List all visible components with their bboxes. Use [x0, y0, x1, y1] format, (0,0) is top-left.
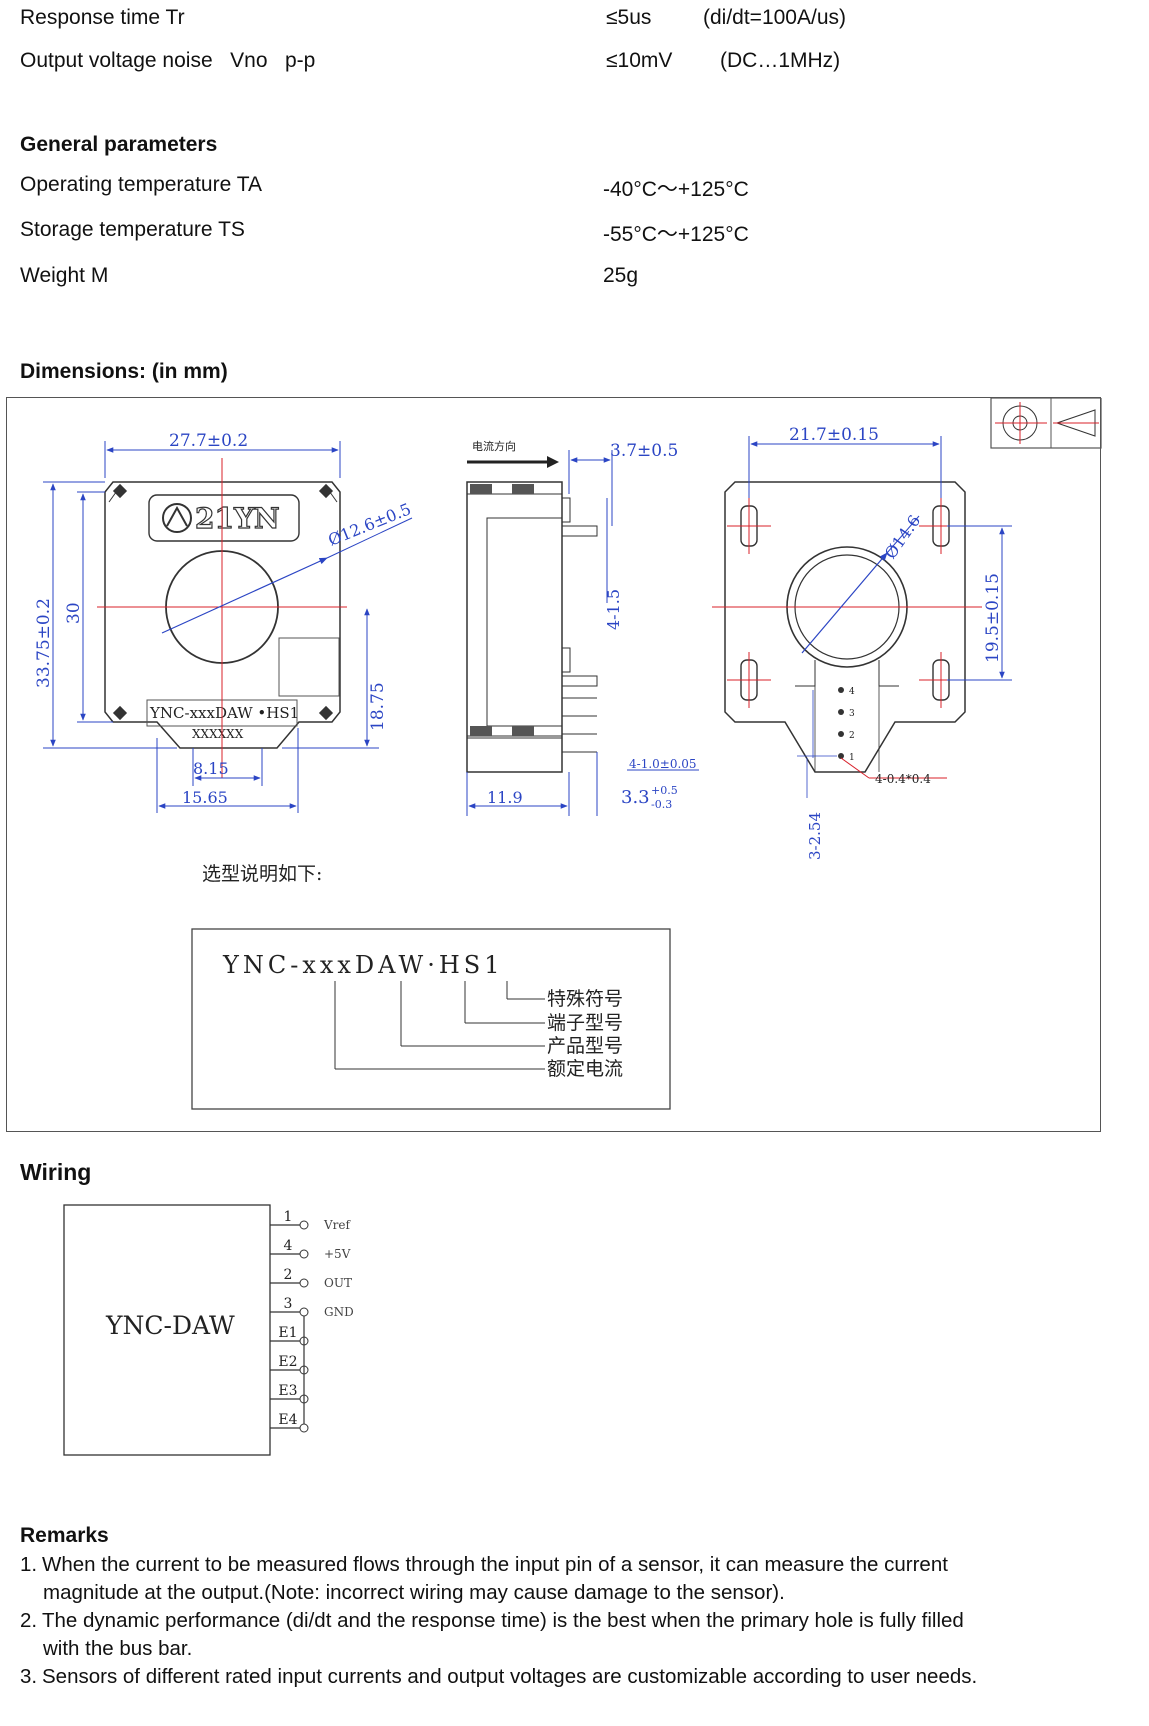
wiring-terminal-circle — [299, 1307, 309, 1317]
wiring-terminal-circle — [299, 1423, 309, 1433]
wiring-pin-row: E3 — [270, 1383, 309, 1404]
back-pitch-dim: 3-2.54 — [806, 812, 824, 860]
remark-item-3: 3.Sensors of different rated input curre… — [20, 1663, 1130, 1691]
wiring-pin-row: E1 — [270, 1325, 309, 1346]
front-view: 21YN YNC-xxxDAW •HS1 XXXXXX Ø12.6±0.5 27… — [34, 431, 414, 813]
dimension-drawing: 21YN YNC-xxxDAW •HS1 XXXXXX Ø12.6±0.5 27… — [34, 397, 1102, 1110]
spec-condition-response-time: (di/dt=100A/us) — [703, 6, 847, 29]
remark-number: 1. — [20, 1553, 38, 1576]
remark-number: 3. — [20, 1665, 38, 1688]
wiring-terminal-circle — [299, 1278, 309, 1288]
side-depth-dim: 11.9 — [487, 788, 523, 807]
spec-label-weight: Weight M — [20, 264, 109, 287]
front-logo-text: 21YN — [195, 502, 280, 535]
remark-line: with the bus bar. — [43, 1637, 193, 1660]
back-pin-label-4: 4 — [849, 687, 855, 697]
model-explain-item-product: 产品型号 — [547, 1035, 623, 1057]
spec-label-storage-temp: Storage temperature TS — [20, 218, 245, 241]
wiring-signal-label: Vref — [323, 1218, 352, 1232]
remark-item-2: 2.The dynamic performance (di/dt and the… — [20, 1607, 1130, 1663]
wiring-terminal-circle — [299, 1249, 309, 1259]
wiring-pin-row: E4 — [270, 1412, 309, 1433]
remark-line: When the current to be measured flows th… — [42, 1553, 948, 1576]
dimensions-heading: Dimensions: (in mm) — [20, 360, 228, 383]
projection-symbol — [990, 397, 1102, 449]
front-inner-height-dim: 30 — [64, 602, 84, 624]
wiring-device-box — [63, 1204, 271, 1456]
spec-value-storage-temp: -55°C～+125°C — [603, 223, 749, 246]
front-width-dim: 27.7±0.2 — [169, 431, 248, 451]
wiring-pin-row: 4 +5V — [270, 1238, 351, 1261]
spec-label-operating-temp: Operating temperature TA — [20, 173, 263, 196]
back-pin-label-3: 3 — [849, 709, 855, 719]
model-explain-item-rated: 额定电流 — [547, 1058, 623, 1080]
side-top-dim: 3.7±0.5 — [610, 441, 678, 461]
flow-direction-label: 电流方向 — [472, 439, 516, 453]
remark-item-1: 1.When the current to be measured flows … — [20, 1551, 1130, 1607]
spec-condition-noise: (DC…1MHz) — [720, 49, 841, 72]
model-explain-item-terminal: 端子型号 — [547, 1012, 623, 1034]
side-pin-len-minus: -0.3 — [651, 798, 672, 811]
front-base-outer-dim: 15.65 — [182, 788, 228, 807]
remark-line: The dynamic performance (di/dt and the r… — [42, 1609, 964, 1632]
wiring-device-label: YNC-DAW — [105, 1311, 235, 1340]
remark-line: Sensors of different rated input current… — [42, 1665, 978, 1688]
model-explain-title: 选型说明如下: — [202, 863, 322, 885]
side-pin-len-dim: 3.3 — [621, 787, 650, 808]
spec-value-operating-temp: -40°C～+125°C — [603, 178, 749, 201]
wiring-pin-number: 3 — [284, 1296, 293, 1312]
spec-value-response-time: ≤5us — [606, 6, 652, 29]
remark-line: magnitude at the output.(Note: incorrect… — [43, 1581, 785, 1604]
front-base-inner-dim: 8.15 — [193, 759, 229, 778]
front-model-sub: XXXXXX — [192, 727, 244, 741]
model-explanation: 选型说明如下: YNC-xxxDAW·HS1 特殊符号 端子型号 产品型号 额定… — [191, 863, 671, 1110]
wiring-pin-row: E2 — [270, 1354, 309, 1375]
model-explain-code: YNC-xxxDAW·HS1 — [222, 951, 503, 979]
wiring-terminal-circle — [299, 1220, 309, 1230]
side-view: 电流方向 3.7±0.5 4-1.5 4-1.0±0.05 11.9 — [466, 439, 699, 816]
front-height-dim: 33.75±0.2 — [34, 598, 54, 688]
wiring-signal-label: +5V — [324, 1247, 351, 1261]
front-lower-dim: 18.75 — [368, 682, 388, 731]
spec-label-response-time: Response time Tr — [20, 6, 185, 29]
wiring-heading: Wiring — [20, 1159, 92, 1185]
spec-label-noise: Output voltage noise Vno p-p — [20, 49, 316, 72]
spec-value-noise: ≤10mV — [606, 49, 673, 72]
wiring-pin-number: E3 — [278, 1383, 297, 1399]
back-view: Ø14.6 4 3 2 1 4-0.4*0.4 21.7±0.15 19.5±0… — [712, 425, 1012, 860]
back-pin-label-1: 1 — [849, 753, 855, 763]
wiring-signal-label: GND — [324, 1305, 354, 1319]
wiring-pin-number: E1 — [278, 1325, 297, 1341]
remarks-heading: Remarks — [20, 1524, 109, 1547]
side-pin-dim: 4-1.5 — [604, 589, 623, 630]
side-pin-len-plus: +0.5 — [651, 784, 678, 797]
front-model-label: YNC-xxxDAW •HS1 — [149, 704, 299, 722]
general-parameters-heading: General parameters — [20, 133, 218, 156]
back-width-dim: 21.7±0.15 — [789, 425, 879, 445]
wiring-pin-number: E2 — [278, 1354, 297, 1370]
back-pin-label-2: 2 — [849, 731, 855, 741]
model-explain-item-special: 特殊符号 — [547, 988, 623, 1010]
wiring-signal-label: OUT — [324, 1276, 352, 1290]
back-pin-size-dim: 4-0.4*0.4 — [875, 772, 931, 786]
wiring-pin-number: 1 — [284, 1209, 293, 1225]
dimension-drawing-frame: 21YN YNC-xxxDAW •HS1 XXXXXX Ø12.6±0.5 27… — [6, 397, 1102, 1132]
back-height-dim: 19.5±0.15 — [983, 573, 1003, 663]
wiring-pin-number: E4 — [278, 1412, 297, 1428]
wiring-pin-number: 2 — [284, 1267, 293, 1283]
spec-value-weight: 25g — [603, 264, 639, 287]
wiring-pin-number: 4 — [284, 1238, 293, 1254]
side-pin-width-dim: 4-1.0±0.05 — [629, 757, 697, 771]
remark-number: 2. — [20, 1609, 38, 1632]
